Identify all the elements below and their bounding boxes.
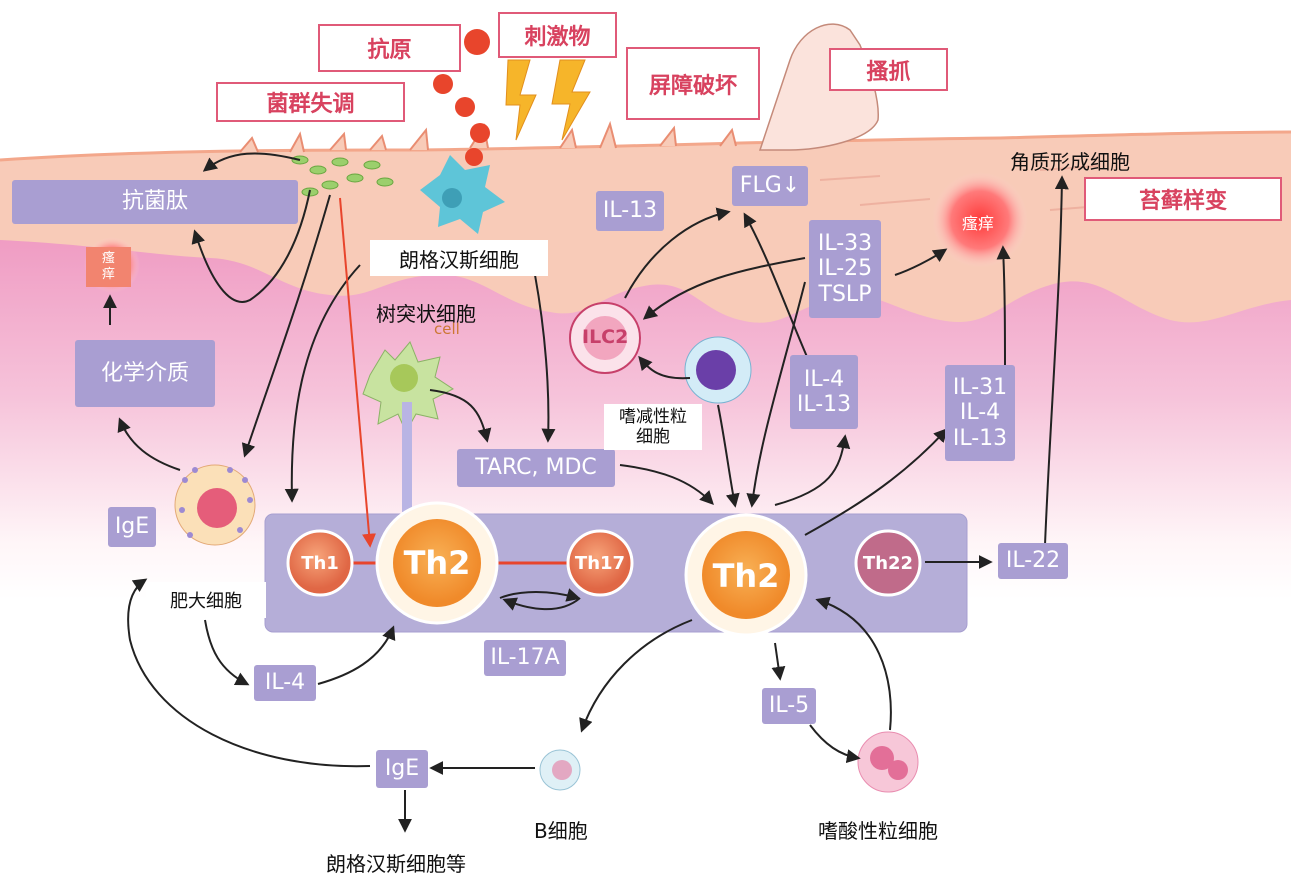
th22-label: Th22 xyxy=(862,552,914,574)
il13b-text: IL-13 xyxy=(952,425,1008,451)
il13-text: IL-13 xyxy=(796,392,852,417)
il33-text: IL-33 xyxy=(817,231,873,257)
il13-top-label: IL-13 xyxy=(596,191,664,231)
il33-25-tslp-label: IL-33 IL-25 TSLP xyxy=(809,220,881,318)
bacteria-cluster xyxy=(291,155,394,197)
scratching-label: 搔抓 xyxy=(829,48,948,91)
basophil-line1: 嗜减性粒 xyxy=(619,406,687,427)
lichenification-label: 苔藓样变 xyxy=(1084,177,1282,221)
flg-label: FLG↓ xyxy=(732,166,808,206)
langerhans-etc-label: 朗格汉斯细胞等 xyxy=(326,852,466,876)
antimicrobial-peptide-label: 抗菌肽 xyxy=(12,180,298,224)
keratinocyte-label: 角质形成细胞 xyxy=(1010,150,1130,174)
th1-label: Th1 xyxy=(301,552,339,574)
basophil-label: 嗜减性粒 细胞 xyxy=(604,404,702,450)
b-cell-label: B细胞 xyxy=(534,819,588,843)
th2-left-label: Th2 xyxy=(403,544,471,582)
dendritic-label: 树突状细胞 xyxy=(376,302,476,326)
dysbiosis-label: 菌群失调 xyxy=(216,82,405,122)
il4-bottom-label: IL-4 xyxy=(254,665,316,701)
tslp-text: TSLP xyxy=(818,281,872,307)
itch-left-text: 瘙痒 xyxy=(102,251,116,282)
basophil-illustration xyxy=(684,336,752,404)
ige-left-label: IgE xyxy=(108,507,156,547)
itch-right-label: 瘙痒 xyxy=(962,214,995,233)
stimulant-label: 刺激物 xyxy=(498,12,617,58)
mast-cell-illustration xyxy=(174,464,256,546)
dendritic-cell-illustration xyxy=(362,341,454,434)
il31-text: IL-31 xyxy=(952,375,1008,401)
langerhans-cell-illustration xyxy=(420,155,505,234)
il22-label: IL-22 xyxy=(998,543,1068,579)
tarc-mdc-label: TARC, MDC xyxy=(457,449,615,487)
il25-text: IL-25 xyxy=(817,256,873,282)
antigen-label: 抗原 xyxy=(318,24,461,72)
il17a-label: IL-17A xyxy=(484,640,566,676)
barrier-damage-label: 屏障破坏 xyxy=(626,47,760,120)
mast-cell-label: 肥大细胞 xyxy=(146,582,266,618)
basophil-line2: 细胞 xyxy=(636,427,670,447)
ige-bottom-label: IgE xyxy=(376,750,428,788)
il31-4-13-label: IL-31 IL-4 IL-13 xyxy=(945,365,1015,461)
chemical-mediator-label: 化学介质 xyxy=(75,340,215,407)
langerhans-label: 朗格汉斯细胞 xyxy=(370,240,548,276)
th2-right-label: Th2 xyxy=(712,557,780,595)
cell-fragment-label: cell xyxy=(434,320,460,338)
eosinophil-label: 嗜酸性粒细胞 xyxy=(818,819,938,843)
stimulant-bolt xyxy=(505,59,537,141)
ilc2-label: ILC2 xyxy=(582,326,629,348)
il4-il13-label: IL-4 IL-13 xyxy=(790,355,858,429)
itch-left-label: 瘙痒 xyxy=(86,247,131,287)
itch-glow-right xyxy=(932,172,1028,268)
il4b-text: IL-4 xyxy=(959,400,1001,426)
il4-text: IL-4 xyxy=(803,366,845,392)
th17-label: Th17 xyxy=(574,552,626,574)
il5-label: IL-5 xyxy=(762,688,816,724)
